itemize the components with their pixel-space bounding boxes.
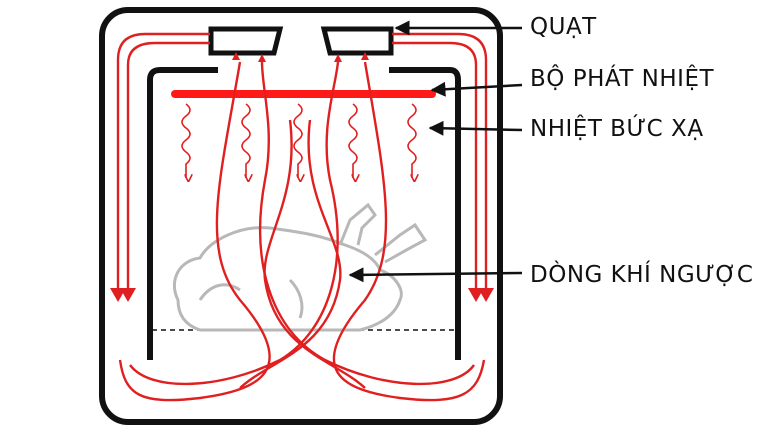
label-radiant-heat: NHIỆT BỨC XẠ <box>530 116 704 142</box>
airflow-up-arrows <box>232 52 369 62</box>
outer-housing <box>99 7 503 425</box>
fan-right <box>320 26 394 56</box>
inner-chamber-right <box>389 67 461 360</box>
airflow-lines <box>110 32 494 402</box>
chicken-icon <box>172 202 428 332</box>
fan-left <box>208 26 284 56</box>
label-reverse-airflow: DÒNG KHÍ NGƯỢC <box>530 262 754 288</box>
label-fan: QUẠT <box>530 14 597 40</box>
inner-chamber-left <box>147 67 218 360</box>
radiant-heat-waves <box>181 103 416 178</box>
label-heating-element: BỘ PHÁT NHIỆT <box>530 66 715 92</box>
pointer-lines <box>348 20 523 283</box>
